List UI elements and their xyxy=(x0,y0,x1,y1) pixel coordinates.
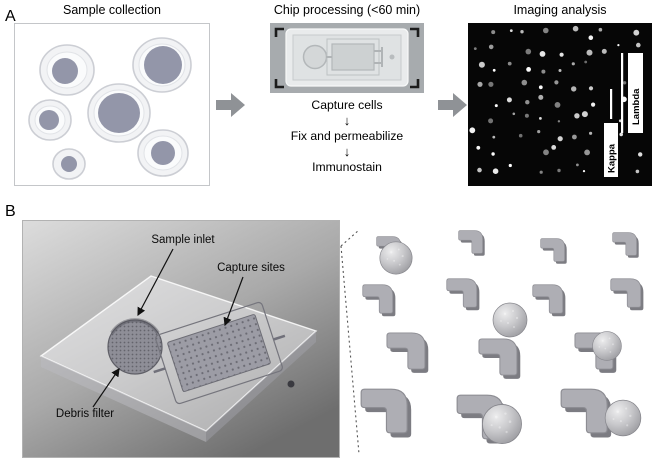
capture-sites-arrow xyxy=(223,276,244,327)
cell xyxy=(87,83,151,143)
kappa-label: Kappa xyxy=(607,143,618,173)
sample-collection-title: Sample collection xyxy=(63,3,161,17)
step-capture-cells: Capture cells xyxy=(311,98,383,112)
capture-sites-region xyxy=(153,301,286,405)
imaging-analysis-title: Imaging analysis xyxy=(513,3,607,17)
debris-filter-region xyxy=(107,318,163,375)
flow-arrow-icon xyxy=(216,92,246,118)
kappa-scale-bar xyxy=(610,89,613,119)
panel-label-b: B xyxy=(5,203,16,220)
outlet-hole xyxy=(287,380,295,388)
capture-sites-render xyxy=(360,226,652,458)
cell xyxy=(39,44,95,96)
debris-filter-label: Debris filter xyxy=(56,408,114,420)
cells-illustration xyxy=(28,37,192,180)
debris-filter-arrow xyxy=(92,368,120,408)
lambda-label: Lambda xyxy=(631,88,642,125)
step-immunostain: Immunostain xyxy=(312,160,382,174)
down-arrow-icon: ↓ xyxy=(343,144,351,159)
panel-label-a: A xyxy=(5,8,16,25)
cell xyxy=(52,148,86,180)
cell xyxy=(28,99,72,141)
capture-sites-label: Capture sites xyxy=(217,262,285,274)
step-fix-permeabilize: Fix and permeabilize xyxy=(290,129,404,143)
down-arrow-icon: ↓ xyxy=(343,113,351,128)
processing-steps: Capture cells ↓ Fix and permeabilize ↓ I… xyxy=(250,97,444,175)
fiducial-marks xyxy=(274,27,420,89)
chip-processing-title: Chip processing (<60 min) xyxy=(273,3,421,17)
lambda-scale-bar xyxy=(621,53,624,133)
chip-photograph: Sample inlet Capture sites Debris filter xyxy=(22,220,340,458)
chip-photo xyxy=(270,23,424,93)
sample-collection-panel xyxy=(14,23,210,186)
cell xyxy=(132,37,192,93)
sample-inlet-arrow xyxy=(137,248,174,317)
flow-arrow-icon xyxy=(438,92,468,118)
sample-inlet-label: Sample inlet xyxy=(151,234,215,246)
cell xyxy=(137,129,189,177)
imaging-panel: Lambda Kappa xyxy=(468,23,652,186)
